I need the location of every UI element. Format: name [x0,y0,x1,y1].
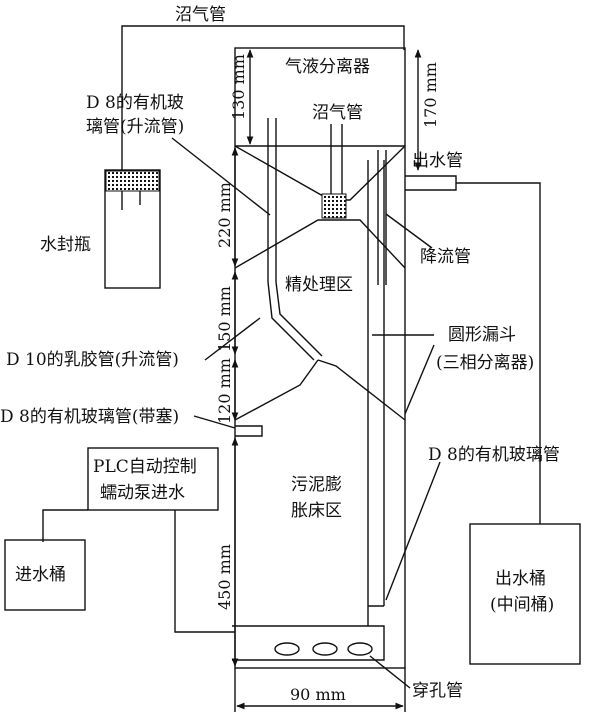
label-glass-right: D 8的有机玻璃管 [428,445,560,465]
label-glass-riser-1: D 8的有机玻 [86,93,184,113]
label-outlet-bucket-1: 出水桶 [495,569,546,589]
label-gas-liquid-separator: 气液分离器 [285,57,370,77]
lower-funnel [317,359,406,421]
outlet-pipe [405,175,457,191]
plugged-tube [235,425,263,437]
inner-pipe-mesh [321,193,347,219]
label-polishing-zone: 精处理区 [285,275,353,295]
label-glass-riser-2: 璃管(升流管) [86,117,184,137]
outlet-line [456,182,541,524]
lower-funnel-left [234,359,319,421]
perforated-pipe-box [232,625,385,661]
glass-riser-tube [267,118,277,282]
label-plc-2: 蠕动泵进水 [100,483,185,503]
label-water-seal-bottle: 水封瓶 [40,235,91,255]
rubber-riser-tube [267,281,323,361]
label-funnel-1: 圆形漏斗 [448,325,516,345]
label-funnel-2: (三相分离器) [436,353,534,373]
label-outlet-bucket-2: (中间桶) [490,595,554,615]
label-rubber-riser: D 10的乳胶管(升流管) [6,350,179,370]
pump-line [174,510,235,633]
label-perforated-pipe: 穿孔管 [412,681,463,701]
downcomer-tube [377,150,387,285]
dim-170: 170 mm [421,62,440,128]
water-seal-bottle [104,169,161,289]
dim-120: 120 mm [215,358,234,424]
label-downcomer: 降流管 [420,247,471,267]
upper-funnel [234,145,406,201]
right-glass-tube [367,160,385,607]
label-outlet-pipe: 出水管 [412,151,463,171]
outlet-bucket [469,523,581,665]
label-biogas-pipe-top: 沼气管 [175,5,226,25]
dim-450: 450 mm [215,544,234,610]
reactor-body [234,47,406,669]
plc-box [87,447,219,511]
label-sludge-zone-2: 胀床区 [291,501,342,521]
dim-220: 220 mm [215,182,234,248]
dim-130: 130 mm [229,54,248,120]
inlet-bucket [4,539,86,611]
biogas-pipe-line [121,25,405,175]
label-biogas-pipe-inner: 沼气管 [312,103,363,123]
dim-150: 150 mm [215,286,234,352]
label-sludge-zone-1: 污泥膨 [291,475,342,495]
bottle-mesh [105,170,160,192]
label-plc-1: PLC自动控制 [93,457,197,477]
upper-funnel-lower [234,219,406,269]
label-inlet-bucket: 进水桶 [15,565,66,585]
dim-90: 90 mm [290,685,346,704]
inlet-line [42,509,88,542]
label-glass-plugged: D 8的有机玻璃管(带塞) [0,407,179,427]
